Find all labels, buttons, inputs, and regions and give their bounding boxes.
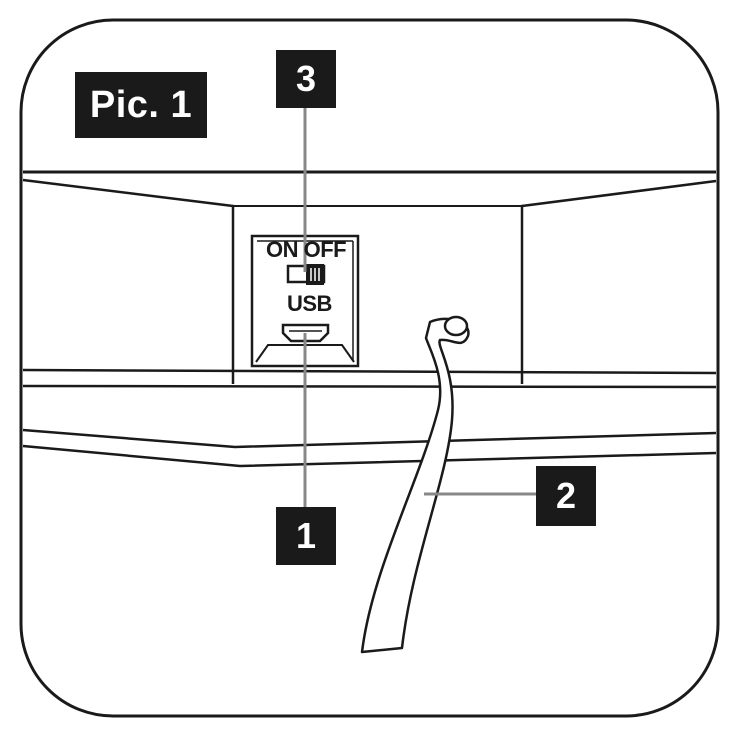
callout-2: 2: [536, 466, 596, 526]
recess-left-bevel: [22, 178, 235, 384]
callout-1: 1: [276, 507, 336, 565]
switch-label: ON OFF: [266, 237, 347, 262]
ledge-line-lower: [22, 384, 717, 389]
figure-title: Pic. 1: [75, 72, 207, 138]
base-curve-lower: [22, 444, 717, 468]
ledge-line-upper: [22, 368, 717, 375]
recess-right-bevel: [520, 179, 717, 384]
base-curve-upper: [22, 428, 717, 449]
cable-end: [443, 315, 469, 337]
outer-frame: [19, 18, 720, 718]
cable: [360, 317, 470, 654]
usb-label: USB: [287, 291, 332, 316]
callout-3: 3: [276, 50, 336, 108]
